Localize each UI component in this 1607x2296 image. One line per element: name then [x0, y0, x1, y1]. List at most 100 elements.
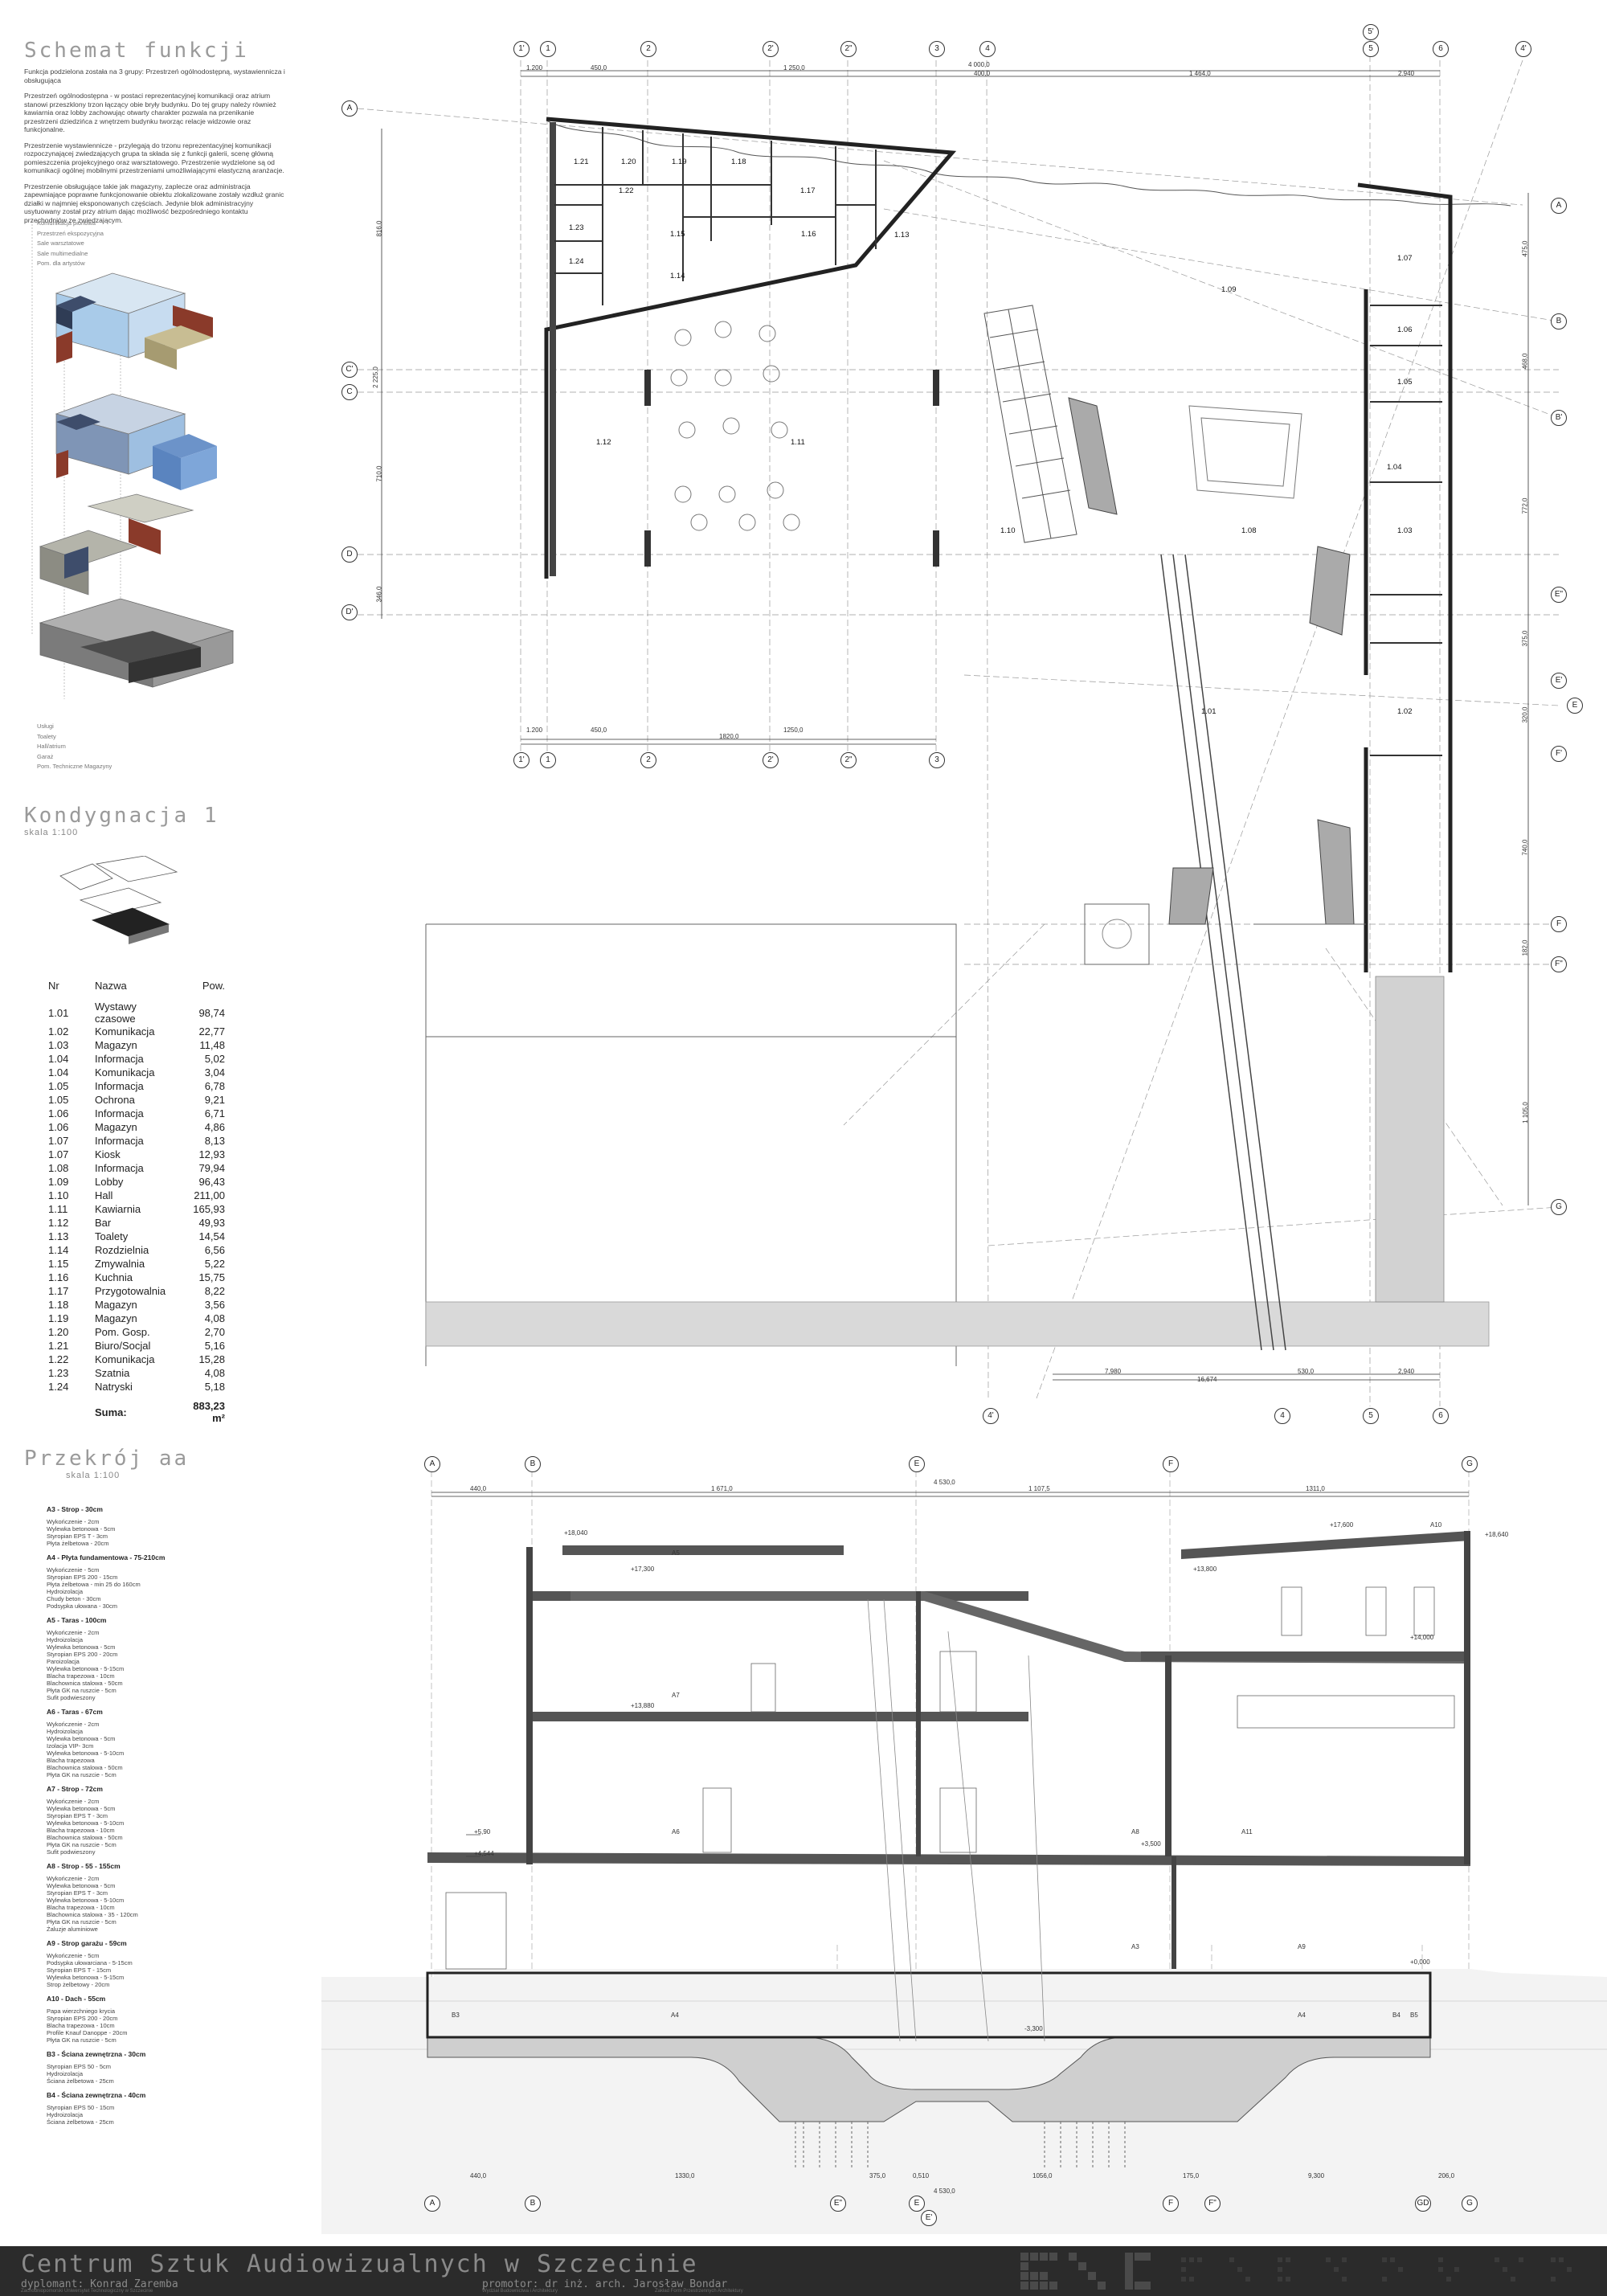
- legend-label: Sale warsztatowe: [37, 239, 84, 247]
- material-layer-line: Profile Knauf Danoppe - 20cm: [47, 2029, 128, 2036]
- table-cell: 5,16: [204, 1340, 225, 1352]
- table-cell: Informacja: [95, 1053, 144, 1065]
- kondygnacja-title: Kondygnacja 1: [24, 804, 219, 828]
- table-cell: 4,08: [204, 1312, 225, 1324]
- material-layer-line: Wylewka betonowa - 5cm: [47, 1735, 116, 1742]
- legend-label: Przestrzeń ekspozycyjna: [37, 229, 104, 237]
- column-header: Pow.: [202, 980, 225, 992]
- table-row: 1.11 Kawiarnia 165,93: [48, 1202, 225, 1216]
- column-header: Nr: [48, 980, 59, 992]
- material-layer-line: Blachownica stalowa - 50cm: [47, 1764, 123, 1771]
- legend-label: Komunikacja pionowa: [37, 219, 96, 227]
- material-layer-line: Wykończenie - 2cm: [47, 1875, 100, 1882]
- material-layer-line: Płyta GK na ruszcie - 5cm: [47, 1918, 117, 1926]
- table-cell: Kawiarnia: [95, 1203, 141, 1215]
- table-cell: Bar: [95, 1217, 112, 1229]
- material-layer-title: A7 - Strop - 72cm: [47, 1785, 103, 1793]
- table-cell: 1.18: [48, 1299, 69, 1311]
- pixel-logo-icon: [1020, 2253, 1572, 2290]
- table-cell: 1.20: [48, 1326, 69, 1338]
- material-layer-line: Hydroizolacja: [47, 1636, 84, 1643]
- table-cell: 4,08: [204, 1367, 225, 1379]
- table-cell: 6,78: [204, 1080, 225, 1092]
- table-cell: 165,93: [193, 1203, 225, 1215]
- material-layer-title: A4 - Płyta fundamentowa - 75-210cm: [47, 1553, 166, 1561]
- table-cell: 9,21: [204, 1094, 225, 1106]
- material-layer-line: Blacha trapezowa - 10cm: [47, 1827, 115, 1834]
- table-cell: 1.09: [48, 1176, 69, 1188]
- table-cell: 1.10: [48, 1189, 69, 1201]
- schemat-section: Schemat funkcji Funkcja podzielona zosta…: [24, 39, 289, 231]
- material-layer-line: Blachownica stalowa - 50cm: [47, 1834, 123, 1841]
- material-layer-line: Płyta GK na ruszcie - 5cm: [47, 2036, 117, 2044]
- table-cell: 211,00: [194, 1189, 225, 1201]
- material-layer-line: Sufit podwieszony: [47, 1848, 96, 1856]
- table-cell: Ochrona: [95, 1094, 135, 1106]
- table-cell: Wystawy czasowe: [95, 1001, 137, 1025]
- table-cell: 1.06: [48, 1107, 69, 1119]
- material-layer-title: A9 - Strop garażu - 59cm: [47, 1939, 127, 1947]
- table-cell: Biuro/Socjal: [95, 1340, 151, 1352]
- table-cell: Magazyn: [95, 1121, 137, 1133]
- diplomant-sub: Zachodniopomorski Uniwersytet Technologi…: [21, 2289, 153, 2294]
- material-layer-title: B4 - Ściana zewnętrzna - 40cm: [47, 2091, 146, 2099]
- material-layer-line: Płyta żelbetowa - 20cm: [47, 1540, 109, 1547]
- material-layer-line: Styropian EPS 50 - 5cm: [47, 2063, 112, 2070]
- material-layer-line: Wylewka betonowa - 5cm: [47, 1882, 116, 1889]
- material-layer-line: Styropian EPS T - 3cm: [47, 1812, 108, 1819]
- table-cell: 8,22: [204, 1285, 225, 1297]
- material-layer-title: B3 - Ściana zewnętrzna - 30cm: [47, 2050, 146, 2058]
- material-layer-line: Hydroizolacja: [47, 2111, 84, 2118]
- table-cell: 1.12: [48, 1217, 69, 1229]
- table-cell: 5,18: [204, 1381, 225, 1393]
- table-cell: 3,04: [204, 1066, 225, 1078]
- total-value: 883,23 m²: [193, 1400, 225, 1424]
- table-cell: 1.03: [48, 1039, 69, 1051]
- table-cell: Informacja: [95, 1080, 144, 1092]
- table-cell: 1.19: [48, 1312, 69, 1324]
- table-cell: 15,75: [198, 1271, 225, 1283]
- przekroj-section: Przekrój aa skala 1:100: [24, 1447, 265, 1480]
- table-cell: Lobby: [95, 1176, 124, 1188]
- material-layer-line: Ściana żelbetowa - 25cm: [47, 2118, 114, 2126]
- material-layer-line: Wykończenie - 2cm: [47, 1721, 100, 1728]
- material-layer-line: Hydroizolacja: [47, 1588, 84, 1595]
- material-layer-title: A5 - Taras - 100cm: [47, 1616, 107, 1624]
- schemat-paragraph: Funkcja podzielona została na 3 grupy: P…: [24, 68, 285, 84]
- table-cell: 1.11: [48, 1203, 68, 1215]
- material-layer-line: Blachownica stalowa - 50cm: [47, 1680, 123, 1687]
- table-cell: 1.14: [48, 1244, 69, 1256]
- material-layer-line: Wykończenie - 2cm: [47, 1518, 100, 1525]
- table-cell: Zmywalnia: [95, 1258, 145, 1270]
- table-cell: 79,94: [198, 1162, 225, 1174]
- material-layer-line: Styropian EPS T - 3cm: [47, 1889, 108, 1897]
- table-total-row: Suma:883,23 m²: [48, 1400, 225, 1424]
- title-bar: Centrum Sztuk Audiowizualnych w Szczecin…: [0, 2246, 1607, 2296]
- legend-label: Pom. Techniczne Magazyny: [37, 763, 112, 770]
- material-layer-line: Płyta GK na ruszcie - 5cm: [47, 1687, 117, 1694]
- material-layer-line: Hydroizolacja: [47, 2070, 84, 2077]
- material-layer-line: Wylewka betonowa - 5-15cm: [47, 1974, 125, 1981]
- legend-label: Hall/atrium: [37, 743, 66, 750]
- table-cell: 1.23: [48, 1367, 69, 1379]
- material-layer-line: Blacha trapezowa - 10cm: [47, 1672, 115, 1680]
- material-layer-line: Styropian EPS 200 - 20cm: [47, 2015, 118, 2022]
- table-cell: 98,74: [198, 1006, 225, 1019]
- table-cell: 1.06: [48, 1121, 69, 1133]
- material-layer-line: Styropian EPS T - 15cm: [47, 1967, 112, 1974]
- material-layer-line: Wykończenie - 2cm: [47, 1798, 100, 1805]
- table-cell: 1.05: [48, 1080, 69, 1092]
- promotor-label: promotor: dr inż. arch. Jarosław Bondar: [482, 2278, 728, 2290]
